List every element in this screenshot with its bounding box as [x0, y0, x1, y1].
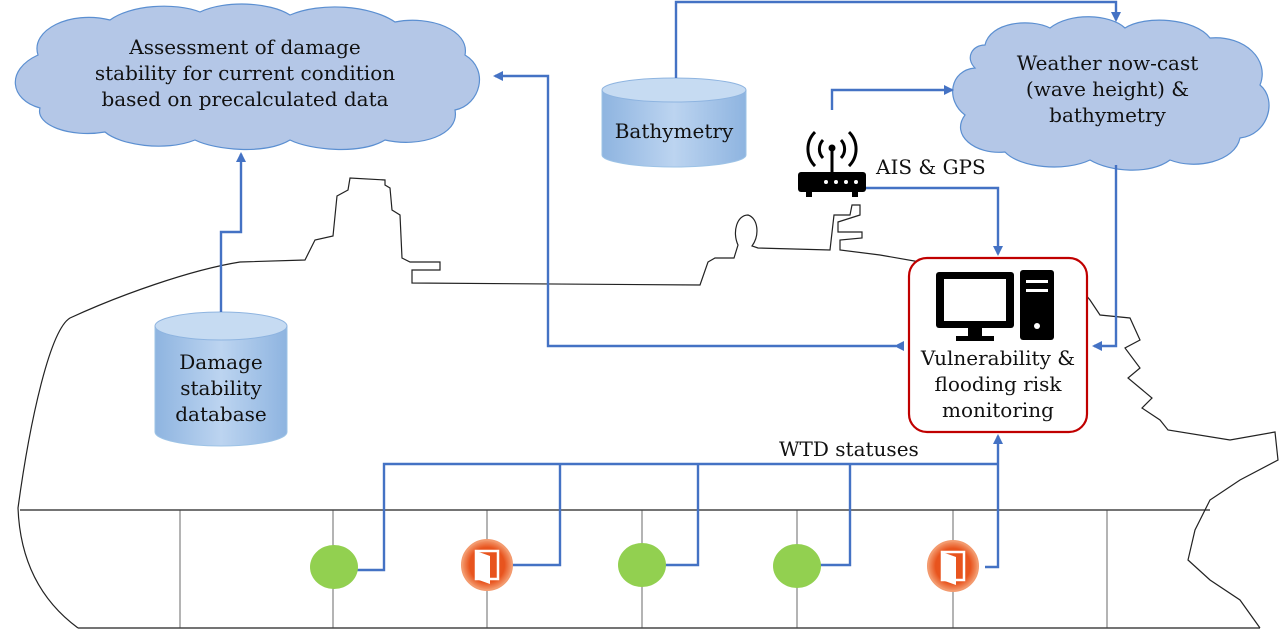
connectors	[219, 0, 1121, 572]
assessment-cloud-text: Assessment of damage stability for curre…	[94, 35, 396, 111]
computer-monitor-icon	[936, 272, 1014, 341]
ais-gps-label: AIS & GPS	[876, 155, 986, 179]
wtd-bus-line	[357, 462, 998, 572]
db-to-assessment-arrow	[219, 152, 246, 312]
bathymetry-label: Bathymetry	[614, 119, 734, 143]
router-to-weather-arrow	[830, 85, 954, 110]
bathymetry-to-weather-arrow	[674, 0, 1121, 78]
door-status-row	[310, 539, 979, 592]
door-closed-indicator	[927, 540, 979, 592]
weather-cloud	[952, 16, 1270, 171]
door-icon	[474, 549, 500, 584]
wtd-to-monitor-arrow	[985, 434, 1003, 569]
router-to-monitor-arrow	[866, 186, 1003, 256]
monitoring-text: Vulnerability & flooding risk monitoring	[920, 346, 1076, 422]
monitor-to-assessment-arrow	[493, 71, 904, 351]
door-closed-indicator	[461, 539, 513, 591]
door-open-indicator	[618, 543, 666, 587]
wtd-statuses-label: WTD statuses	[779, 437, 919, 461]
computer-tower-icon	[1020, 270, 1054, 340]
assessment-cloud	[14, 3, 481, 151]
weather-cloud-text: Weather now-cast (wave height) & bathyme…	[1016, 51, 1199, 127]
door-open-indicator	[310, 545, 358, 589]
door-icon	[940, 550, 966, 585]
damage-db-label: Damage stability database	[175, 350, 267, 426]
door-open-indicator	[773, 544, 821, 588]
router-icon	[798, 130, 866, 197]
weather-to-monitor-arrow	[1092, 165, 1118, 351]
damage-db-cylinder	[154, 311, 288, 447]
